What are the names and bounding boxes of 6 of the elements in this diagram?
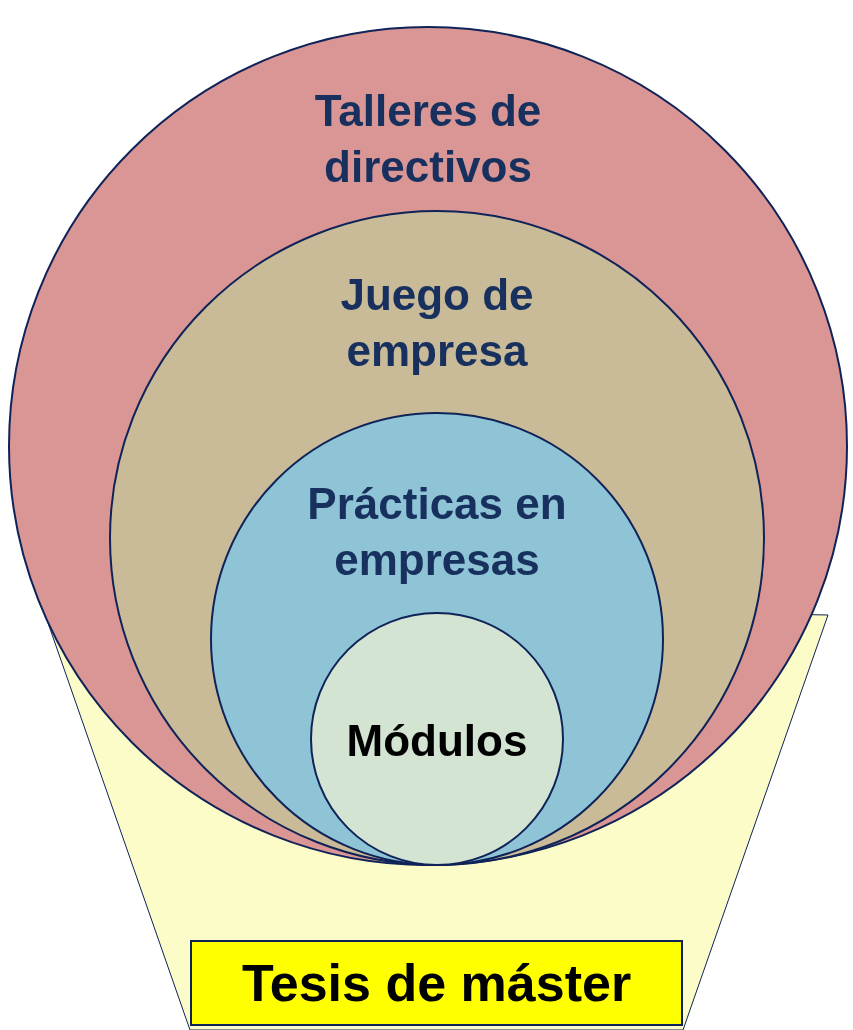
label-box: [190, 940, 683, 1026]
node-label: Prácticas en empresas: [306, 478, 568, 586]
node-label: Juego de empresa: [339, 269, 535, 377]
node-label: Talleres de directivos: [313, 85, 543, 193]
node-label: Módulos: [346, 715, 528, 767]
node-label: Tesis de máster: [241, 954, 632, 1012]
